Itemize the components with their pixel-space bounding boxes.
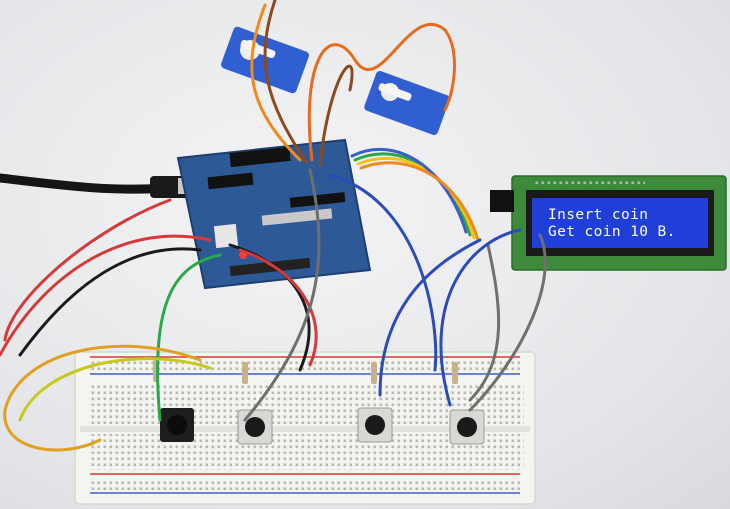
lcd-module	[490, 175, 727, 271]
push-button-3	[357, 407, 393, 443]
lcd-line-1: Insert coin	[548, 207, 649, 223]
push-button-4	[449, 409, 485, 445]
servo-motor-2	[364, 71, 450, 135]
usb-cable	[0, 173, 196, 198]
push-button-1	[160, 408, 194, 442]
arduino-board	[176, 138, 372, 290]
push-button-2	[237, 409, 273, 445]
wiring	[0, 0, 547, 452]
lcd-line-2: Get coin 10 B.	[548, 224, 676, 240]
